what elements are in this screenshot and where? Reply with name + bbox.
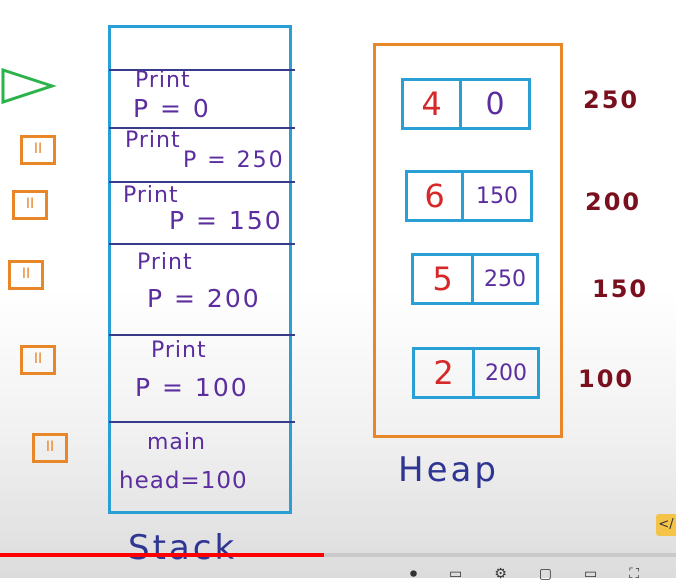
node-address: 250 [583, 86, 640, 114]
stack-caption: Stack [128, 528, 238, 568]
heap-node: 4 0 [401, 78, 531, 130]
node-next: 250 [484, 266, 526, 292]
frame-divider [109, 421, 295, 423]
node-address: 100 [578, 365, 635, 393]
resume-mark-2: II [12, 190, 48, 220]
stack-frame-var: P = 200 [147, 284, 261, 313]
stack-frame-name: main [147, 430, 206, 455]
frame-divider [109, 181, 295, 183]
node-data: 4 [404, 81, 462, 127]
fullscreen-icon[interactable]: ⛶ [629, 566, 640, 582]
node-next: 150 [476, 183, 518, 209]
stack-frame-name: Print [137, 250, 193, 275]
heap-node: 2 200 [412, 347, 540, 399]
video-progress-bar[interactable] [0, 553, 676, 557]
stack-frame-var: P = 250 [183, 148, 285, 173]
stack-box: Print P = 0 Print P = 250 Print P = 150 … [108, 25, 295, 514]
stack-frame-name: Print [151, 338, 207, 363]
video-progress-fill [0, 553, 325, 557]
stack-frame-name: Print [135, 68, 191, 93]
resume-mark-3: II [8, 260, 44, 290]
frame-divider [109, 127, 295, 129]
stack-frame-var: head=100 [119, 468, 248, 494]
resume-mark-5: II [32, 433, 68, 463]
stack-frame-var: P = 150 [169, 206, 283, 235]
frame-divider [109, 69, 295, 71]
player-controls: ⏺ ▭ ⚙ ▢ ▭ ⛶ [410, 566, 639, 582]
node-address: 150 [592, 275, 649, 303]
heap-box [373, 43, 563, 438]
node-next: 200 [485, 360, 527, 386]
resume-mark-1: II [20, 135, 56, 165]
stack-frame-var: P = 0 [133, 94, 211, 123]
heap-node: 6 150 [405, 170, 533, 222]
node-next: 0 [485, 86, 505, 122]
miniplayer-icon[interactable]: ▢ [538, 566, 553, 582]
node-address: 200 [585, 188, 642, 216]
resume-mark-4: II [20, 345, 56, 375]
node-data: 2 [415, 350, 475, 396]
node-data: 5 [414, 256, 474, 302]
node-data: 6 [408, 173, 464, 219]
code-icon[interactable]: </ [656, 514, 676, 536]
stack-frame-var: P = 100 [135, 373, 249, 402]
autoplay-icon[interactable]: ⏺ [410, 566, 417, 582]
theater-icon[interactable]: ▭ [584, 566, 598, 582]
heap-caption: Heap [398, 450, 499, 490]
frame-divider [109, 243, 295, 245]
frame-divider [109, 334, 295, 336]
heap-node: 5 250 [411, 253, 539, 305]
subtitles-icon[interactable]: ▭ [449, 566, 463, 582]
play-arrow-icon [1, 67, 57, 105]
stack-frame-name: Print [123, 183, 179, 208]
settings-icon[interactable]: ⚙ [494, 566, 507, 582]
stack-frame-name: Print [125, 128, 181, 153]
